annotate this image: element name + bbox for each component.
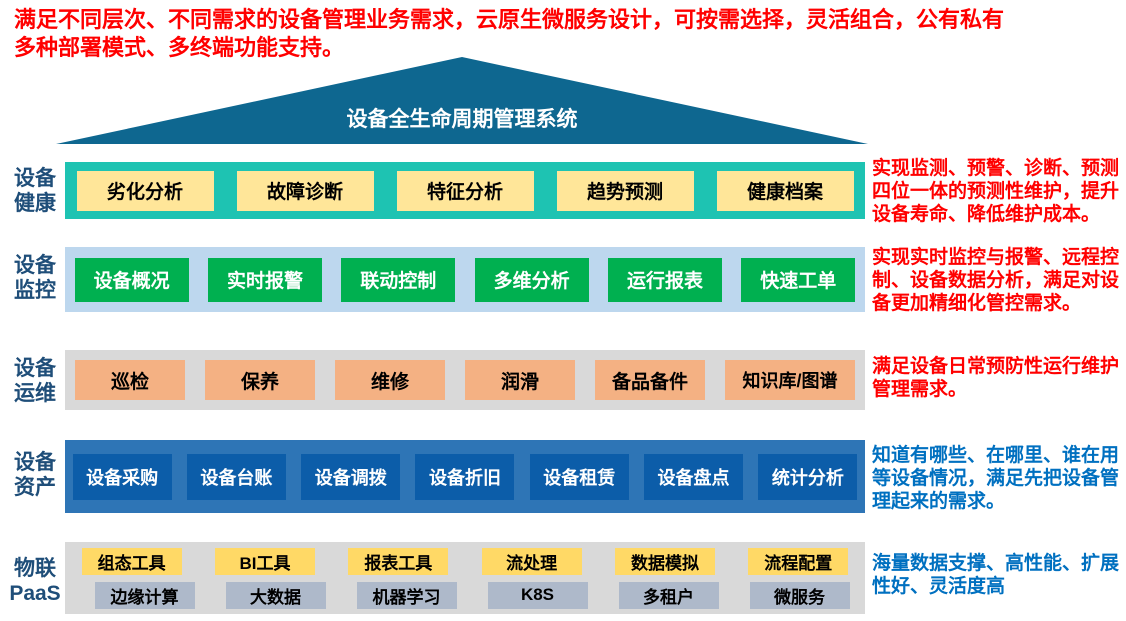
row-label-line: 设备 <box>14 357 56 380</box>
module-box: 报表工具 <box>348 547 449 575</box>
row-bar-monitor: 设备概况 实时报警 联动控制 多维分析 运行报表 快速工单 <box>65 247 865 312</box>
row-label-line: 监控 <box>14 279 56 302</box>
module-box: 巡检 <box>75 360 185 400</box>
module-box: 流处理 <box>481 547 582 575</box>
module-box: 实时报警 <box>207 257 322 302</box>
row-desc-health: 实现监测、预警、诊断、预测四位一体的预测性维护，提升设备寿命、降低维护成本。 <box>872 158 1120 225</box>
module-box: 设备概况 <box>74 257 189 302</box>
row-label-asset: 设备 资产 <box>6 450 64 500</box>
system-title: 设备全生命周期管理系统 <box>346 108 578 131</box>
module-box: 边缘计算 <box>94 581 195 609</box>
module-box: 多租户 <box>618 581 719 609</box>
row-label-line: 设备 <box>14 167 56 190</box>
row-desc-paas: 海量数据支撑、高性能、扩展性好、灵活度高 <box>872 553 1120 597</box>
row-label-ops: 设备 运维 <box>6 356 64 406</box>
row-label-line: 设备 <box>14 451 56 474</box>
row-label-line: 设备 <box>14 254 56 277</box>
intro-line-1: 满足不同层次、不同需求的设备管理业务需求，云原生微服务设计，可按需选择，灵活组合… <box>14 7 1005 32</box>
row-label-paas: 物联 PaaS <box>6 556 64 606</box>
module-box: BI工具 <box>214 547 315 575</box>
row-label-line: 健康 <box>14 192 56 215</box>
module-box: 故障诊断 <box>236 170 374 211</box>
module-box: 快速工单 <box>741 257 856 302</box>
module-box: 大数据 <box>225 581 326 609</box>
module-box: 设备租赁 <box>529 453 629 500</box>
row-desc-asset: 知道有哪些、在哪里、谁在用等设备情况，满足先把设备管理起来的需求。 <box>872 445 1120 512</box>
row-desc-ops: 满足设备日常预防性运行维护管理需求。 <box>872 356 1120 400</box>
row-label-line: PaaS <box>9 582 61 605</box>
row-bar-asset: 设备采购 设备台账 设备调拨 设备折旧 设备租赁 设备盘点 统计分析 <box>65 440 865 513</box>
row-label-line: 资产 <box>14 476 56 499</box>
row-bar-paas: 组态工具 BI工具 报表工具 流处理 数据模拟 流程配置 边缘计算 大数据 机器… <box>65 542 865 614</box>
module-box: 知识库/图谱 <box>725 360 855 400</box>
intro-text: 满足不同层次、不同需求的设备管理业务需求，云原生微服务设计，可按需选择，灵活组合… <box>14 6 1114 62</box>
module-box: 维修 <box>335 360 445 400</box>
module-box: 微服务 <box>749 581 850 609</box>
module-box: 保养 <box>205 360 315 400</box>
paas-tools-row: 组态工具 BI工具 报表工具 流处理 数据模拟 流程配置 <box>65 547 865 575</box>
module-box: K8S <box>487 581 588 609</box>
row-bar-health: 劣化分析 故障诊断 特征分析 趋势预测 健康档案 <box>65 162 865 219</box>
module-box: 特征分析 <box>396 170 534 211</box>
module-box: 健康档案 <box>716 170 854 211</box>
module-box: 多维分析 <box>474 257 589 302</box>
module-box: 设备折旧 <box>415 453 515 500</box>
row-label-health: 设备 健康 <box>6 166 64 216</box>
row-bar-ops: 巡检 保养 维修 润滑 备品备件 知识库/图谱 <box>65 350 865 410</box>
row-label-monitor: 设备 监控 <box>6 253 64 303</box>
module-box: 运行报表 <box>607 257 722 302</box>
row-label-line: 物联 <box>14 557 56 580</box>
module-box: 流程配置 <box>748 547 849 575</box>
paas-platform-row: 边缘计算 大数据 机器学习 K8S 多租户 微服务 <box>65 581 865 609</box>
row-label-line: 运维 <box>14 382 56 405</box>
module-box: 润滑 <box>465 360 575 400</box>
module-box: 组态工具 <box>81 547 182 575</box>
module-box: 设备台账 <box>186 453 286 500</box>
module-box: 备品备件 <box>595 360 705 400</box>
module-box: 设备盘点 <box>644 453 744 500</box>
module-box: 劣化分析 <box>76 170 214 211</box>
module-box: 联动控制 <box>341 257 456 302</box>
module-box: 设备调拨 <box>301 453 401 500</box>
module-box: 机器学习 <box>356 581 457 609</box>
module-box: 设备采购 <box>72 453 172 500</box>
module-box: 数据模拟 <box>614 547 715 575</box>
module-box: 趋势预测 <box>556 170 694 211</box>
intro-line-2: 多种部署模式、多终端功能支持。 <box>14 35 345 60</box>
module-box: 统计分析 <box>758 453 858 500</box>
row-desc-monitor: 实现实时监控与报警、远程控制、设备数据分析，满足对设备更加精细化管控需求。 <box>872 247 1120 314</box>
roof-triangle: 设备全生命周期管理系统 <box>56 57 868 144</box>
